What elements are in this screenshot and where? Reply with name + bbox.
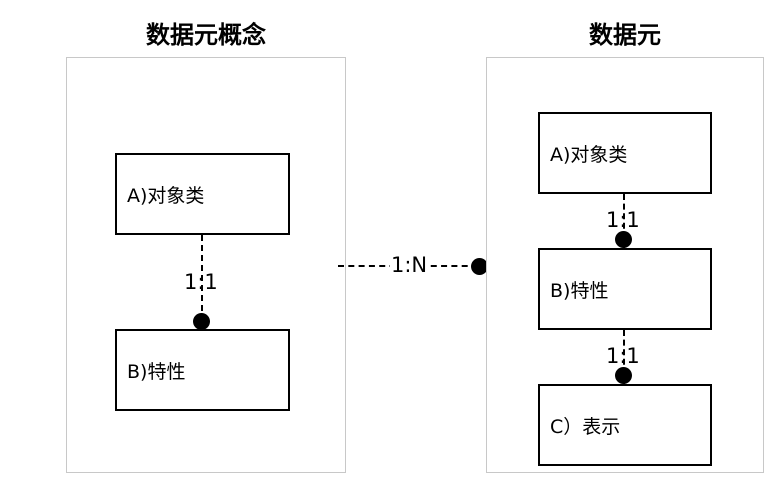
left-object-class-box: A)对象类	[115, 153, 290, 235]
right-representation-box: C）表示	[538, 384, 712, 466]
right-panel-title: 数据元	[589, 21, 661, 49]
right-bc-cardinality: 1:1	[606, 344, 640, 368]
right-ab-link-dot	[615, 231, 632, 248]
right-ab-cardinality: 1:1	[606, 208, 640, 232]
left-ab-cardinality: 1:1	[184, 270, 218, 294]
right-representation-label: C）表示	[550, 415, 621, 438]
left-object-class-label: A)对象类	[127, 184, 205, 207]
left-ab-link-line	[201, 235, 203, 321]
right-property-box: B)特性	[538, 248, 712, 330]
right-object-class-box: A)对象类	[538, 112, 712, 194]
concept-to-element-cardinality: 1:N	[390, 253, 429, 277]
left-panel-title: 数据元概念	[146, 21, 266, 49]
right-ab-link-line	[623, 194, 625, 248]
right-bc-link-dot	[615, 367, 632, 384]
right-bc-link-line	[623, 330, 625, 384]
right-property-label: B)特性	[550, 279, 609, 302]
left-property-label: B)特性	[127, 360, 186, 383]
right-object-class-label: A)对象类	[550, 143, 628, 166]
left-property-box: B)特性	[115, 329, 290, 411]
left-ab-link-dot	[193, 313, 210, 330]
concept-to-element-link-dot	[471, 258, 488, 275]
